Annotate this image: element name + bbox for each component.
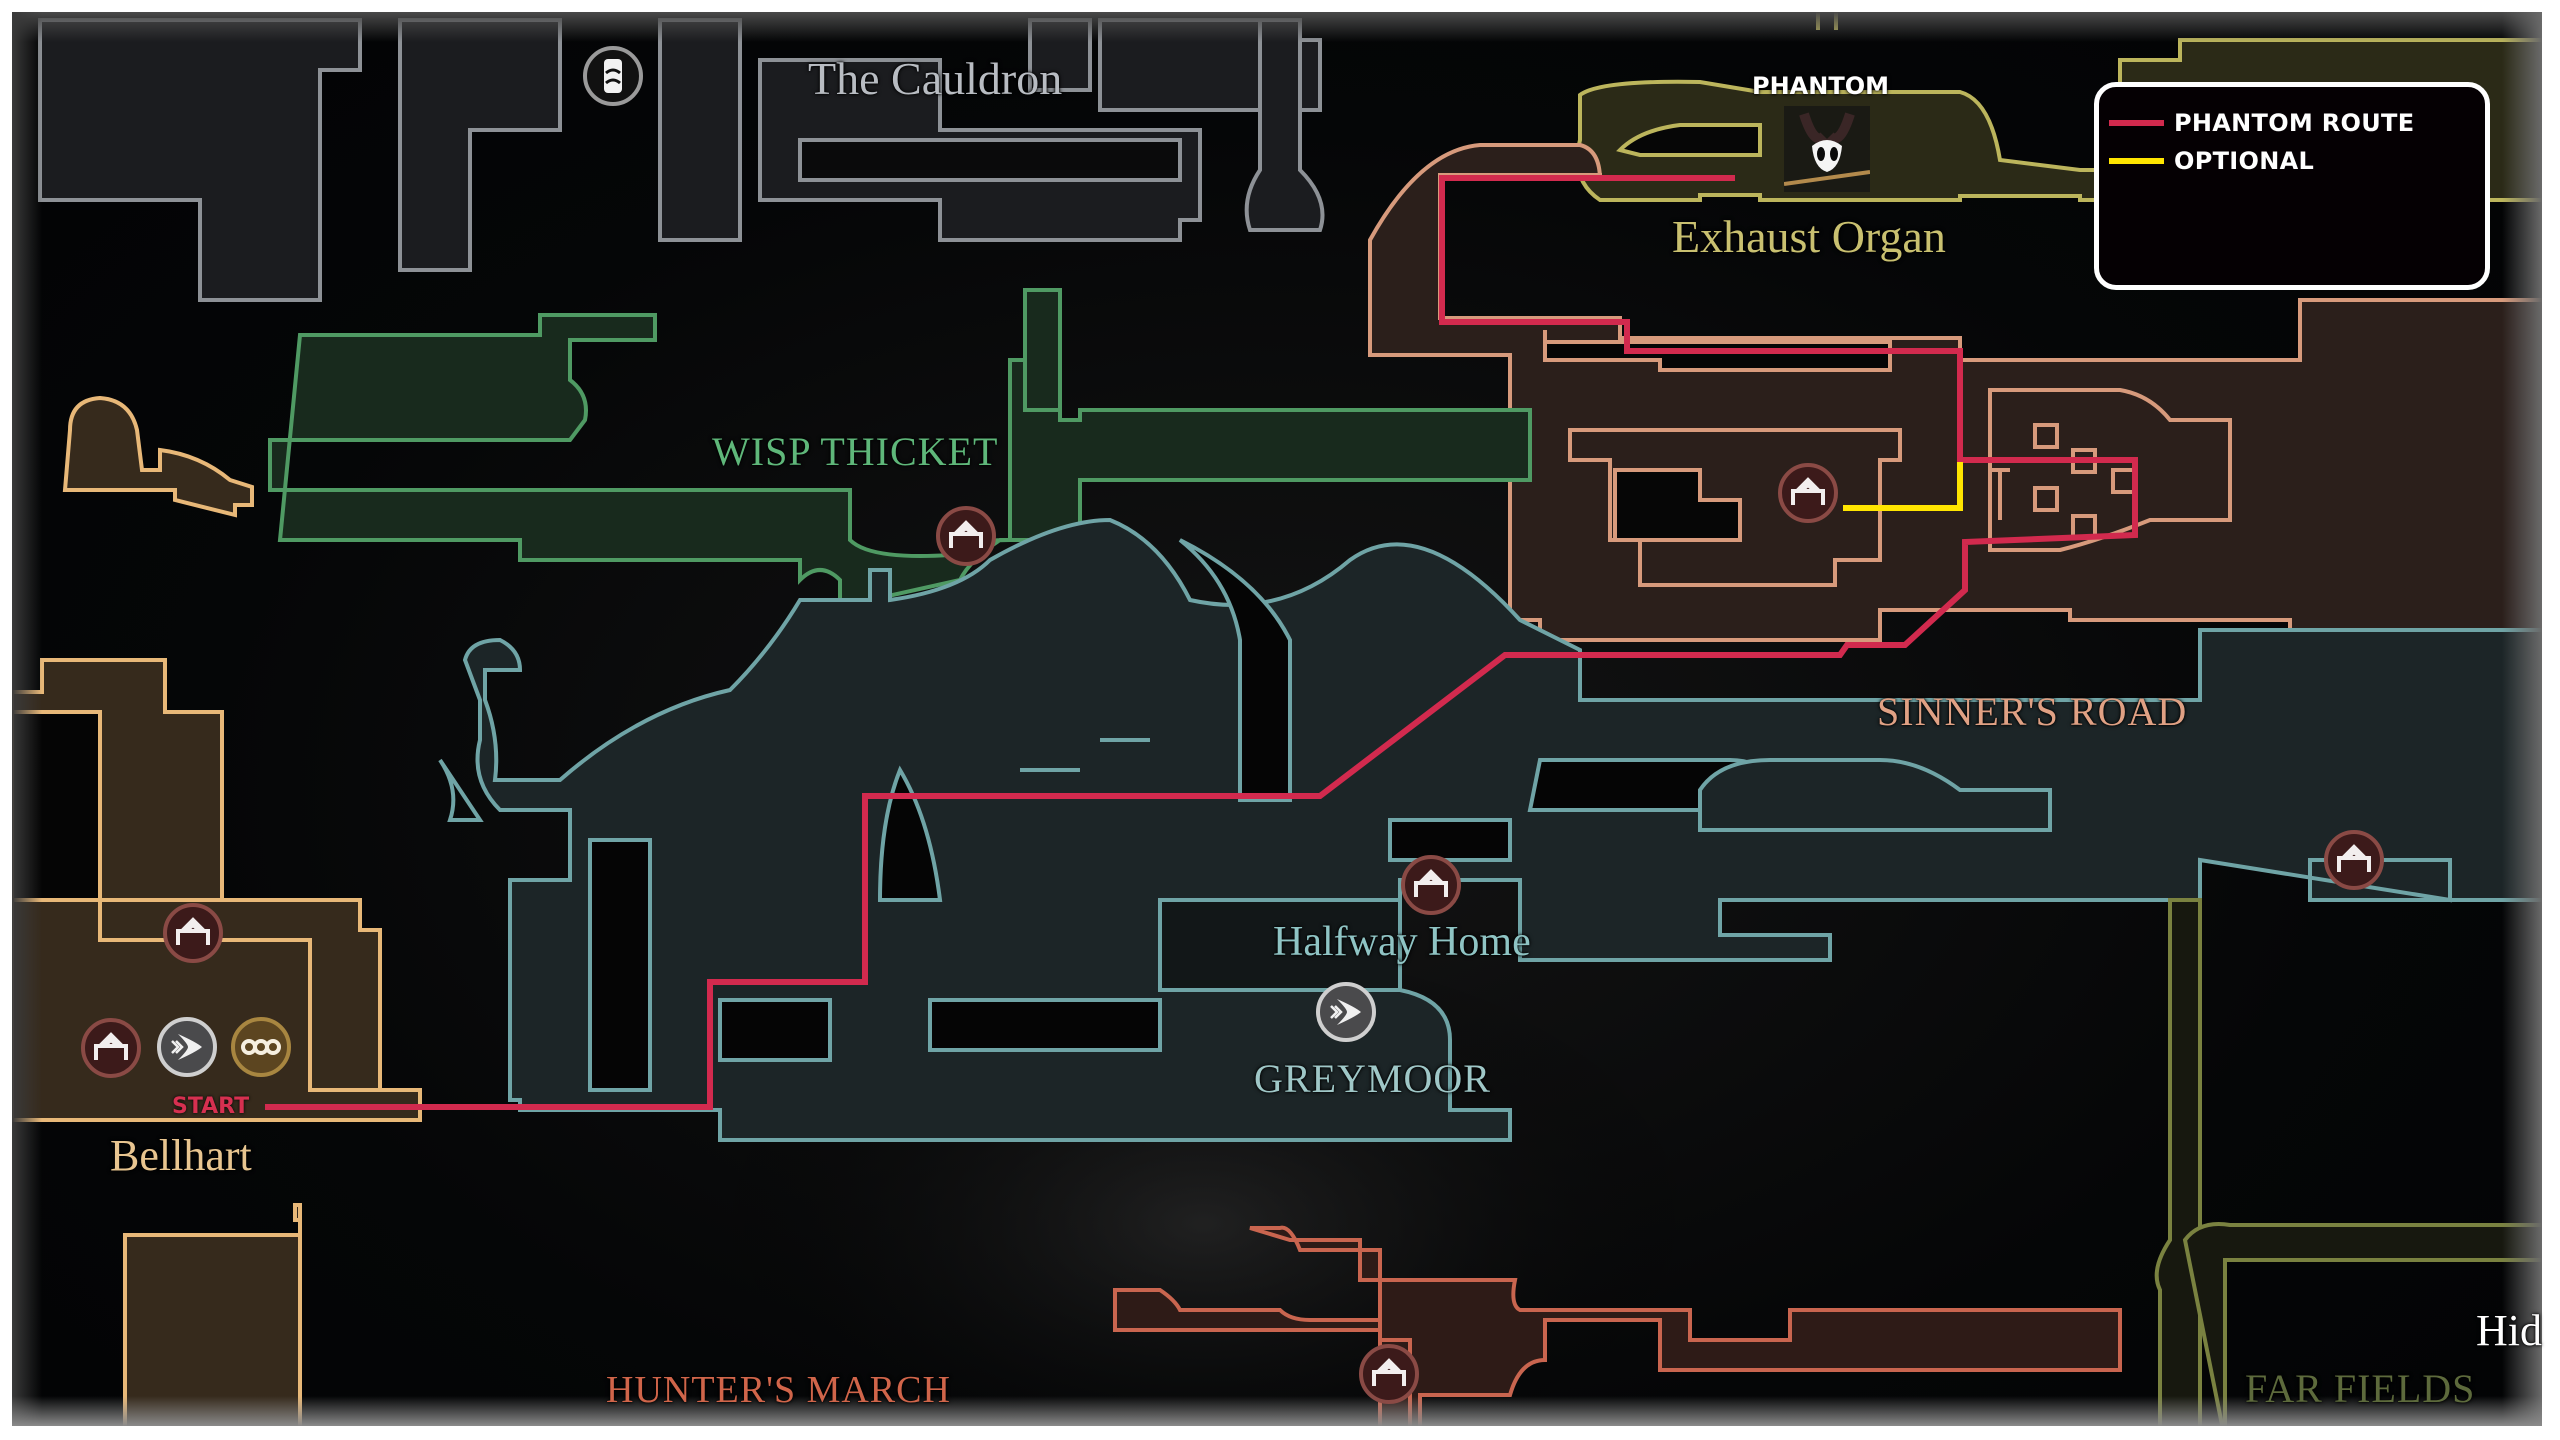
bench-marker[interactable] [2323, 828, 2385, 890]
bench-icon [1359, 1344, 1419, 1404]
bench-marker[interactable] [162, 901, 224, 963]
bellway-icon [1316, 982, 1376, 1042]
shop-marker[interactable] [230, 1016, 292, 1078]
bellway-marker[interactable] [1315, 981, 1377, 1043]
region-greymoor [438, 517, 2542, 1142]
area-label-far-fields: FAR FIELDS [2245, 1366, 2476, 1411]
tram-icon [583, 46, 643, 106]
bench-marker[interactable] [1777, 461, 1839, 523]
bench-icon [2324, 830, 2384, 890]
area-label-wisp-thicket: WISP THICKET [712, 429, 999, 474]
bench-marker[interactable] [935, 504, 997, 566]
region-sinners-road [1368, 143, 2542, 862]
phantom-boss-icon[interactable] [1783, 106, 1871, 192]
area-label-hidden-partial: Hid [2476, 1306, 2542, 1355]
shop-icon [231, 1017, 291, 1077]
bench-icon [936, 506, 996, 566]
bellway-icon [157, 1017, 217, 1077]
boss-label: PHANTOM [1752, 72, 1889, 100]
area-label-halfway-home: Halfway Home [1273, 919, 1531, 965]
start-label: START [172, 1094, 250, 1119]
area-label-the-cauldron: The Cauldron [808, 53, 1063, 104]
bench-icon [1778, 463, 1838, 523]
area-label-bellhart: Bellhart [110, 1131, 252, 1180]
optional-route-line [1843, 462, 1963, 511]
legend-swatch-route [2109, 120, 2164, 126]
bench-icon [163, 903, 223, 963]
bench-icon [81, 1018, 141, 1078]
area-label-exhaust-organ: Exhaust Organ [1672, 211, 1946, 262]
bench-marker[interactable] [1400, 853, 1462, 915]
legend-swatch-optional [2109, 158, 2164, 164]
legend-item-optional: OPTIONAL [2109, 147, 2314, 175]
bench-marker[interactable] [80, 1016, 142, 1078]
bellway-marker[interactable] [156, 1016, 218, 1078]
area-label-hunters-march: HUNTER'S MARCH [606, 1369, 951, 1411]
region-bellhart [12, 395, 422, 1426]
phantom-route-line [265, 175, 2138, 1110]
tram-marker[interactable] [582, 45, 644, 107]
legend-label: OPTIONAL [2174, 147, 2315, 175]
region-the-cauldron [38, 18, 1325, 302]
area-label-sinners-road: SINNER'S ROAD [1877, 689, 2188, 734]
bench-marker[interactable] [1358, 1342, 1420, 1404]
legend-label: PHANTOM ROUTE [2174, 109, 2415, 137]
route-legend: PHANTOM ROUTE OPTIONAL [2094, 82, 2490, 290]
area-label-greymoor: GREYMOOR [1254, 1056, 1491, 1101]
bench-icon [1401, 855, 1461, 915]
legend-item-phantom-route: PHANTOM ROUTE [2109, 109, 2414, 137]
